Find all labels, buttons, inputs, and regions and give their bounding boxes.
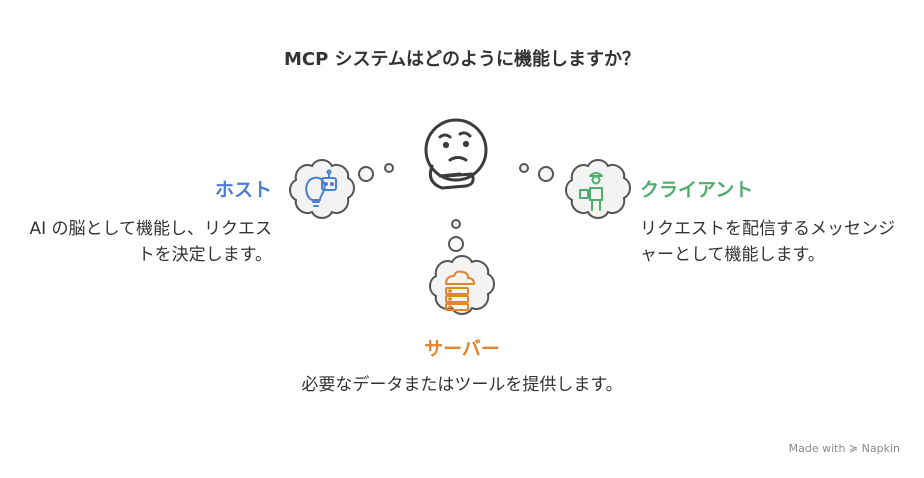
host-cloud — [289, 159, 355, 219]
thought-trail-server — [448, 219, 464, 252]
delivery-person-icon — [579, 172, 603, 211]
thought-trail-host — [358, 163, 394, 182]
host-description: AI の脳として機能し、リクエストを決定します。 — [29, 219, 272, 265]
napkin-credit: Made with ≽ Napkin — [788, 442, 900, 455]
host-label: ホスト — [214, 179, 272, 201]
cloud-server-icon — [445, 270, 475, 311]
client-cloud — [565, 159, 631, 219]
server-cloud — [429, 255, 495, 315]
robot-head-lightbulb-icon — [305, 169, 337, 207]
server-label: サーバー — [424, 338, 500, 360]
thought-trail-client — [519, 163, 554, 182]
client-description: リクエストを配信するメッセンジャーとして機能します。 — [640, 219, 895, 265]
client-label: クライアント — [640, 179, 754, 201]
thinking-face-icon — [424, 118, 488, 190]
server-description: 必要なデータまたはツールを提供します。 — [301, 375, 623, 395]
diagram-title: MCP システムはどのように機能しますか？ — [283, 49, 641, 70]
